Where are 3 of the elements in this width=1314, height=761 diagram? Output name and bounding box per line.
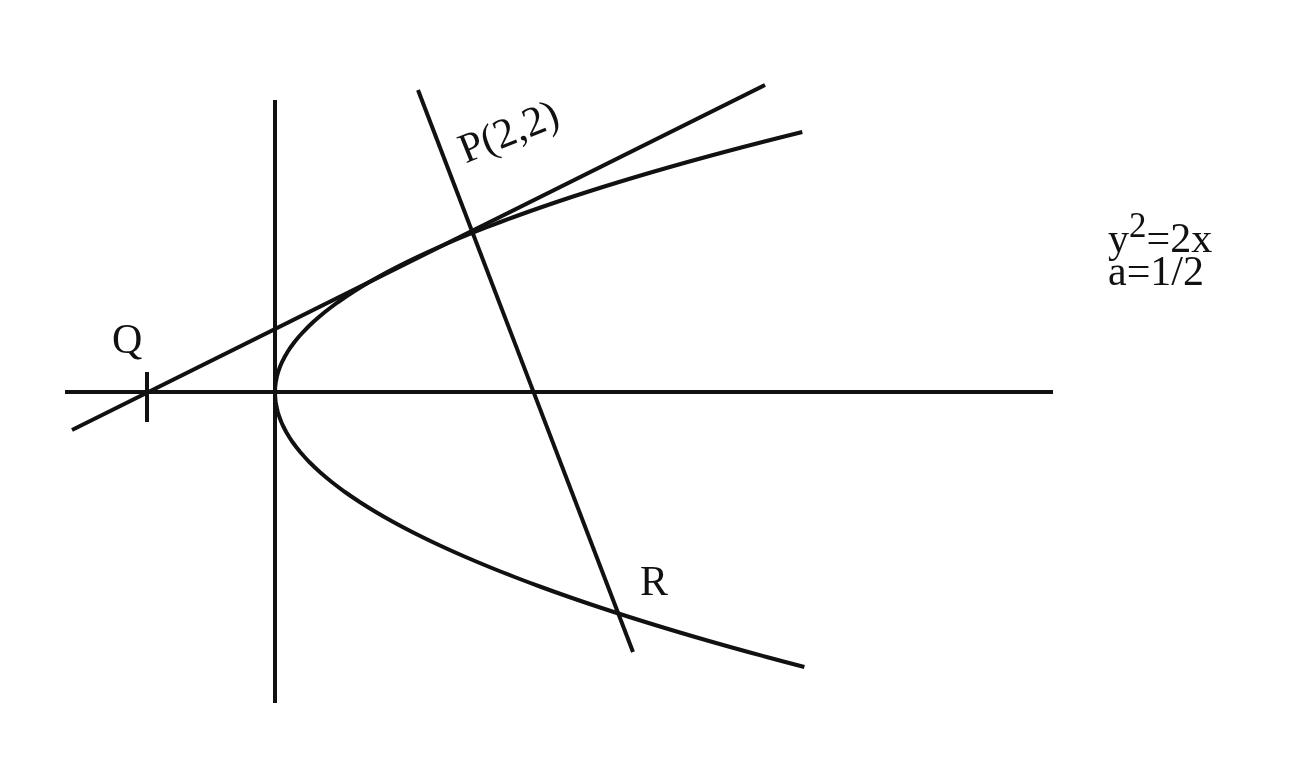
point-label: Q [112,318,143,360]
point-label: R [640,560,668,602]
point-label: P(2,2) [452,92,565,170]
